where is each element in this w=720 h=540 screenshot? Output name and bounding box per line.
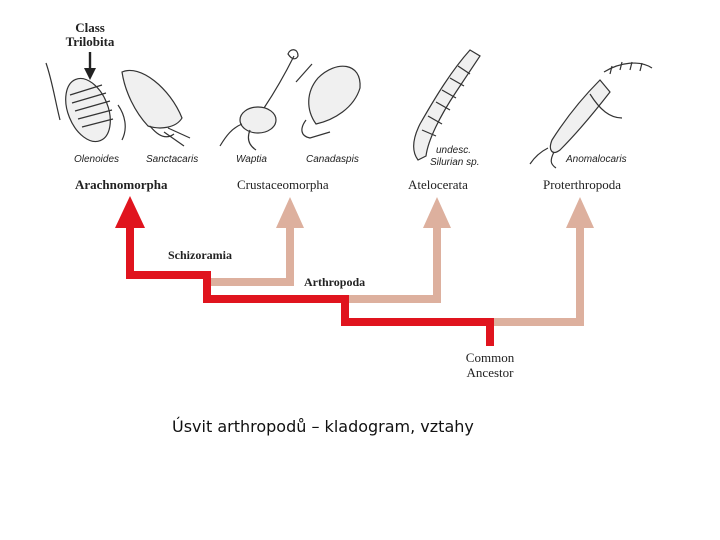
species-label-waptia: Waptia [236, 154, 267, 165]
trilobita-title-line-2: Trilobita [66, 34, 115, 49]
arrow-proterthropoda [566, 197, 594, 228]
group-label-proterthropoda: Proterthropoda [543, 177, 621, 192]
branch-proterthropoda [486, 222, 584, 346]
trilobita-arrow-head [84, 68, 96, 80]
arrow-atelocerata [423, 197, 451, 228]
ancestor-label-line-2: Ancestor [467, 365, 515, 380]
sanctacaris-drawing-icon [121, 69, 191, 147]
clade-label-arthropoda: Arthropoda [304, 275, 365, 289]
waptia-drawing-icon [219, 49, 299, 151]
species-label-sanctacaris: Sanctacaris [146, 154, 198, 165]
group-label-arachnomorpha: Arachnomorpha [75, 177, 168, 192]
arrow-crustaceomorpha [276, 197, 304, 228]
trilobita-title-line-1: Class [75, 20, 105, 35]
arrow-arachnomorpha [115, 196, 145, 228]
species-label-undescribed: undesc. [436, 145, 471, 156]
species-label-canadaspis: Canadaspis [306, 154, 359, 165]
branch-crustaceomorpha [207, 222, 294, 286]
anomalocaris-drawing-icon [529, 61, 653, 169]
canadaspis-drawing-icon [295, 63, 361, 139]
species-label-olenoides: Olenoides [74, 154, 119, 165]
silurian-myriapod-drawing-icon [413, 49, 481, 161]
ancestor-label-line-1: Common [466, 350, 515, 365]
clade-label-schizoramia: Schizoramia [168, 248, 232, 262]
slide-caption: Úsvit arthropodů – kladogram, vztahy [172, 417, 474, 436]
group-label-atelocerata: Atelocerata [408, 177, 468, 192]
branch-atelocerata [345, 222, 441, 303]
group-label-crustaceomorpha: Crustaceomorpha [237, 177, 329, 192]
branch-arachnomorpha [126, 222, 494, 346]
species-label-silurian: Silurian sp. [430, 157, 479, 168]
species-label-anomalocaris: Anomalocaris [565, 154, 627, 165]
trilobite-drawing-icon [45, 62, 126, 143]
pale-branches [207, 222, 584, 346]
